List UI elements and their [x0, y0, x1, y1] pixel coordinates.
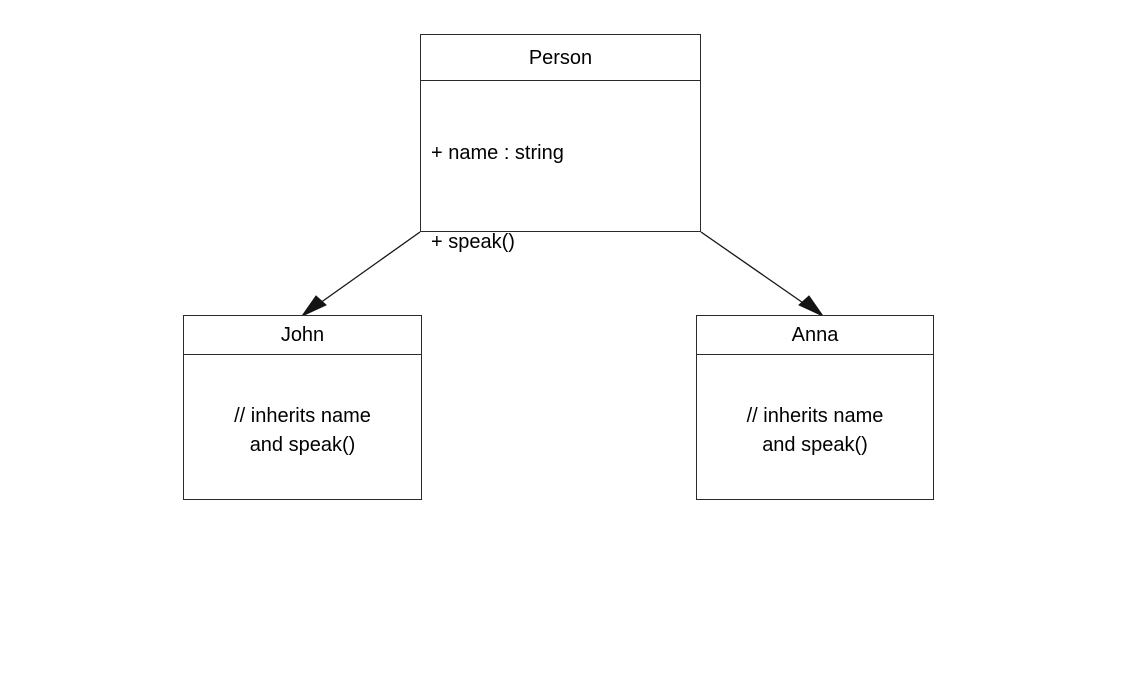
arrowhead-filled-triangle-anna — [798, 295, 825, 318]
class-note-line: // inherits name — [746, 405, 884, 427]
arrowhead-filled-triangle-john — [300, 295, 327, 318]
class-note-john: // inherits name and speak() — [184, 402, 421, 460]
class-body-anna: // inherits name and speak() — [697, 355, 933, 499]
class-header-anna: Anna — [697, 316, 933, 355]
class-note-line: // inherits name — [234, 405, 371, 427]
class-note-anna: // inherits name and speak() — [697, 402, 933, 460]
class-operation-speak: + speak() — [431, 231, 515, 253]
class-body-john: // inherits name and speak() — [184, 355, 421, 499]
edge-line-person-anna — [700, 231, 820, 315]
class-box-person[interactable]: Person + name : string + speak() — [420, 34, 701, 252]
class-name-john: John — [280, 324, 325, 346]
edge-person-to-john — [300, 231, 421, 318]
class-header-john: John — [184, 316, 421, 355]
class-box-john[interactable]: John // inherits name and speak() — [183, 315, 422, 500]
class-name-anna: Anna — [791, 324, 839, 346]
class-note-line: and speak() — [249, 434, 356, 456]
edge-person-to-anna — [700, 231, 825, 318]
class-attribute-name: + name : string — [431, 142, 564, 164]
class-name-person: Person — [528, 46, 593, 69]
class-body-person: + name : string + speak() — [421, 81, 700, 252]
class-note-line: and speak() — [762, 434, 868, 456]
class-header-person: Person — [421, 35, 700, 81]
class-box-anna[interactable]: Anna // inherits name and speak() — [696, 315, 934, 500]
edge-line-person-john — [305, 231, 421, 314]
